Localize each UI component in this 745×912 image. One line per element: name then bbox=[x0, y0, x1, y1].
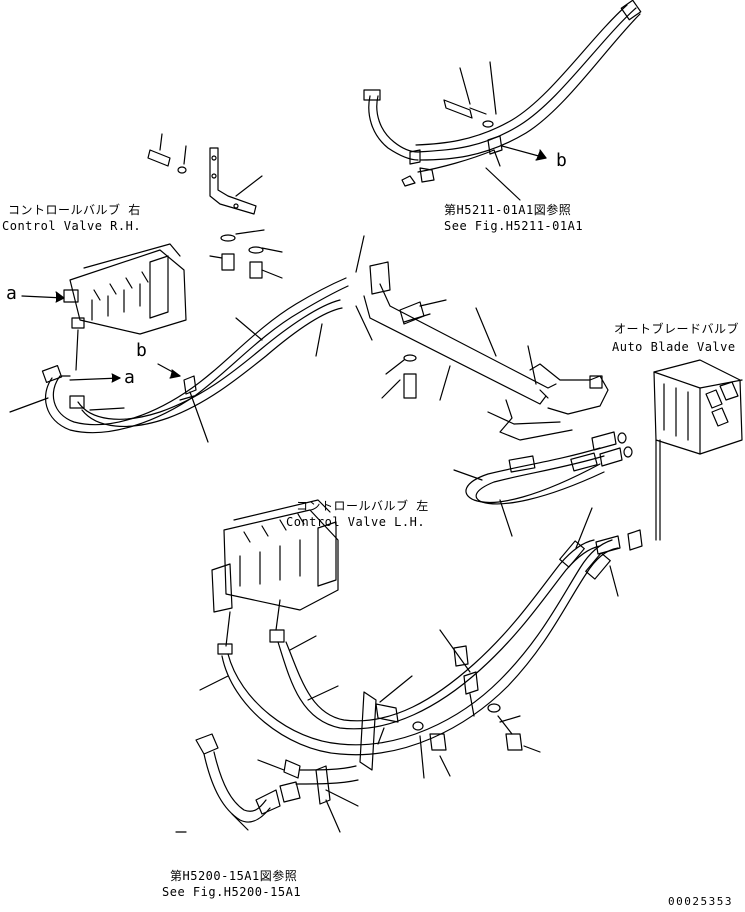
left-hose-loop bbox=[9, 235, 365, 443]
callout-a-right: a bbox=[124, 367, 136, 388]
bottom-hardware bbox=[175, 645, 541, 833]
label-control-valve-rh-jp: コントロールバルブ 右 bbox=[8, 203, 141, 217]
label-auto-blade-valve-jp: オートブレードバルブ bbox=[614, 322, 740, 336]
label-auto-blade-valve-en: Auto Blade Valve bbox=[612, 340, 736, 354]
top-hose-assembly bbox=[363, 0, 642, 201]
label-control-valve-lh-jp: コントロールバルブ 左 bbox=[296, 499, 429, 513]
control-valve-rh bbox=[63, 243, 187, 371]
label-control-valve-lh-en: Control Valve L.H. bbox=[286, 515, 426, 529]
label-ref-h5200-jp: 第H5200-15A1図参照 bbox=[170, 869, 298, 883]
label-ref-h5211-en: See Fig.H5211-01A1 bbox=[444, 219, 584, 233]
callout-b-left: b bbox=[136, 340, 148, 361]
control-valve-lh bbox=[211, 499, 339, 655]
callout-b-right: b bbox=[556, 150, 568, 171]
label-control-valve-rh-en: Control Valve R.H. bbox=[2, 219, 142, 233]
label-ref-h5211-jp: 第H5211-01A1図参照 bbox=[444, 203, 572, 217]
center-frame bbox=[355, 261, 609, 441]
callout-a-left: a bbox=[6, 283, 18, 304]
auto-blade-valve bbox=[653, 359, 743, 541]
label-ref-h5200-en: See Fig.H5200-15A1 bbox=[162, 885, 302, 899]
lower-hose-loop bbox=[199, 507, 643, 771]
mid-hose-loop bbox=[453, 431, 633, 537]
mounting-bracket bbox=[147, 133, 283, 279]
drawing-number: 00025353 bbox=[668, 895, 733, 908]
